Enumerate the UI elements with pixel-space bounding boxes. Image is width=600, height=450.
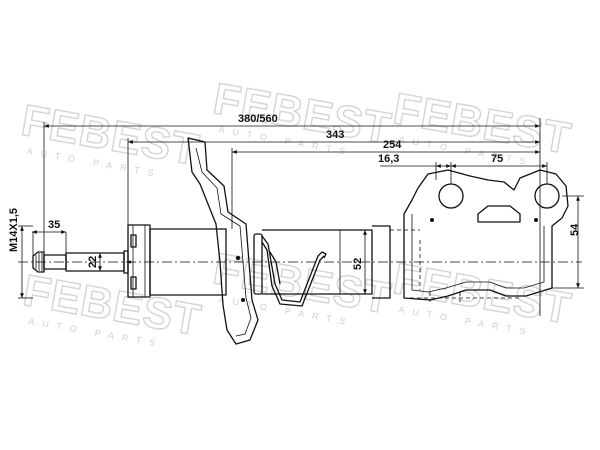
label-overall-length: 380/560 [238, 113, 278, 125]
label-body-length: 343 [326, 129, 344, 141]
label-rod-diameter: 22 [87, 256, 99, 268]
bracket-hole-upper [438, 183, 464, 209]
damper-tube [262, 225, 420, 299]
label-thread-length: 35 [48, 219, 60, 231]
label-hole-spacing: 75 [491, 153, 503, 165]
bracket-hole-lower [534, 183, 560, 209]
watermark: FEBEST AUTO PARTS FEBEST AUTO PARTS FEBE… [17, 74, 576, 350]
spring-seat [187, 137, 259, 345]
label-tube-diameter: 52 [352, 258, 364, 270]
dimension-lines [20, 124, 580, 298]
dimension-labels: 380/560 343 254 16,3 75 35 M14X1,5 22 52… [8, 113, 581, 270]
upper-tube [149, 228, 227, 296]
rod-thread-tip [32, 251, 45, 273]
spring-coil [253, 233, 327, 307]
knuckle-bracket [403, 169, 569, 302]
label-bracket-height: 54 [569, 223, 581, 236]
bracket-slot [477, 205, 521, 223]
label-thread: M14X1,5 [8, 208, 20, 252]
label-body-to-bracket: 254 [383, 139, 402, 151]
label-hole-offset: 16,3 [378, 153, 399, 165]
